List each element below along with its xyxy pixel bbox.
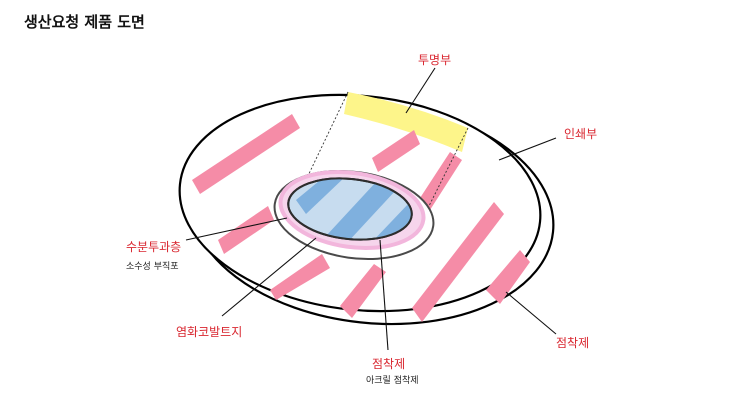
indicator-stripe <box>326 182 396 244</box>
label-adhesive-right: 점착제 <box>556 336 590 350</box>
adhesive-stripes <box>192 114 530 322</box>
leader-adhesive-mid <box>379 239 389 351</box>
leader-adhesive-right <box>505 291 557 335</box>
stripe <box>192 114 300 194</box>
stripe <box>372 130 420 172</box>
stripe <box>270 254 330 300</box>
stripe <box>420 152 462 210</box>
leader-print <box>498 137 557 161</box>
window-guide-left <box>305 91 349 181</box>
stripe <box>340 264 386 318</box>
label-moisture-layer-sub: 소수성 부직포 <box>126 262 179 272</box>
indicator-outline <box>287 177 413 241</box>
label-print: 인쇄부 <box>564 127 598 141</box>
transparent-window-band <box>344 92 468 152</box>
label-adhesive-mid: 점착제 <box>372 357 406 371</box>
label-moisture-layer: 수분투과층 <box>126 240 182 254</box>
window-guide-right <box>423 127 469 217</box>
label-adhesive-mid-sub: 아크릴 점착제 <box>366 376 419 386</box>
page-title: 생산요청 제품 도면 <box>24 13 145 31</box>
label-cobalt-paper: 염화코발트지 <box>176 325 243 339</box>
stripe <box>218 206 274 254</box>
stripe <box>412 202 504 322</box>
leader-moisture <box>185 217 288 241</box>
label-transparent: 투명부 <box>418 53 452 67</box>
leader-cobalt <box>221 237 317 317</box>
leader-transparent <box>405 67 436 114</box>
stripe <box>486 250 530 304</box>
indicator-stripe <box>296 172 346 214</box>
